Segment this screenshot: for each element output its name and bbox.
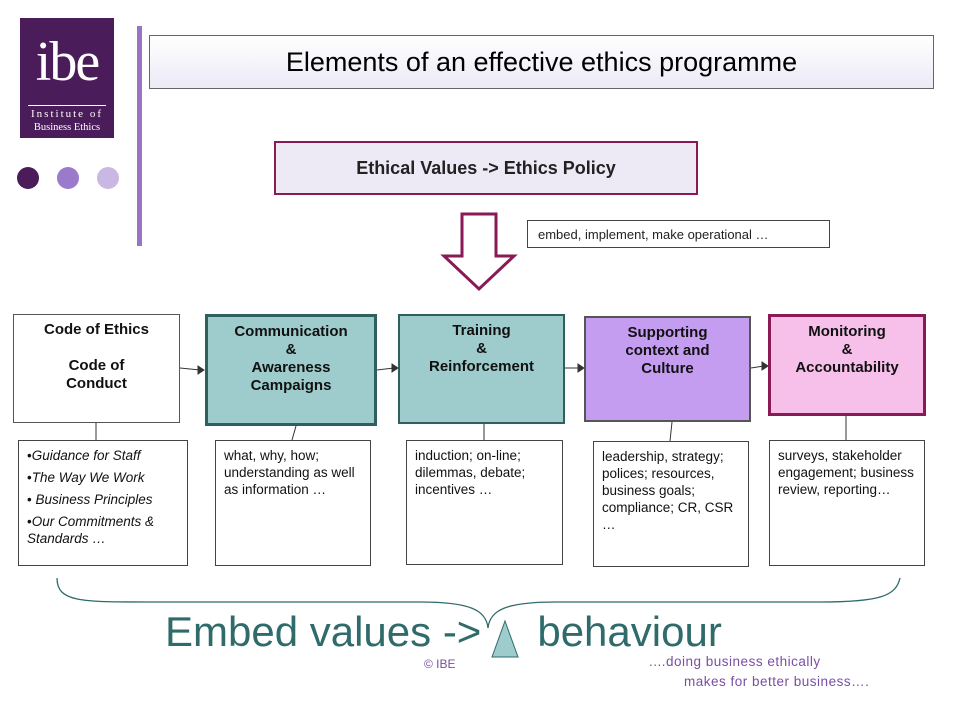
slide-title: Elements of an effective ethics programm… <box>149 35 934 89</box>
code-item-3: Business Principles <box>27 491 179 508</box>
decorative-dot-light <box>97 167 119 189</box>
desc-monitoring: surveys, stakeholder engagement; busines… <box>769 440 925 566</box>
decorative-dot-medium <box>57 167 79 189</box>
element-code-of-ethics: Code of Ethics Code of Conduct <box>13 314 180 423</box>
connector-2 <box>291 425 297 441</box>
logo-line-1: Institute of <box>31 108 103 120</box>
element-monitoring: Monitoring & Accountability <box>768 314 926 416</box>
ethics-policy-box: Ethical Values -> Ethics Policy <box>274 141 698 195</box>
desc-communication: what, why, how; understanding as well as… <box>215 440 371 566</box>
tagline-part-2: behaviour <box>537 608 722 655</box>
ibe-logo: ibe Institute of Business Ethics <box>20 18 114 138</box>
code-item-4: Our Commitments & Standards … <box>27 513 179 547</box>
arrow-head-3 <box>577 363 585 373</box>
down-arrow-icon <box>440 212 518 292</box>
desc-supporting: leadership, strategy; polices; resources… <box>593 441 749 567</box>
triangle-icon <box>491 619 519 658</box>
element-training: Training & Reinforcement <box>398 314 565 424</box>
arrow-head-2 <box>391 363 399 373</box>
desc-code-of-ethics: Guidance for Staff The Way We Work Busin… <box>18 440 188 566</box>
logo-line-2: Business Ethics <box>33 122 101 133</box>
arrow-head-4 <box>761 361 769 371</box>
element-supporting-context: Supporting context and Culture <box>584 316 751 422</box>
tagline-part-1: Embed values -> <box>165 608 482 655</box>
desc-training: induction; on-line; dilemmas, debate; in… <box>406 440 563 565</box>
arrow-1 <box>179 367 201 371</box>
copyright: © IBE <box>424 657 456 671</box>
arrow-2 <box>376 367 395 371</box>
decorative-dot-dark <box>17 167 39 189</box>
logo-wordmark: ibe <box>35 31 100 93</box>
embed-note: embed, implement, make operational … <box>527 220 830 248</box>
slogan-line-2: makes for better business…. <box>684 674 870 689</box>
connector-4 <box>669 421 673 442</box>
logo-divider <box>28 105 106 106</box>
vertical-accent-bar <box>137 26 142 246</box>
code-item-2: The Way We Work <box>27 469 179 486</box>
arrow-head-1 <box>197 365 205 375</box>
code-item-1: Guidance for Staff <box>27 447 179 464</box>
element-communication: Communication & Awareness Campaigns <box>205 314 377 426</box>
tagline: Embed values -> behaviour <box>165 608 722 656</box>
curly-brace <box>56 577 901 629</box>
slogan-line-1: ....doing business ethically <box>649 654 821 669</box>
